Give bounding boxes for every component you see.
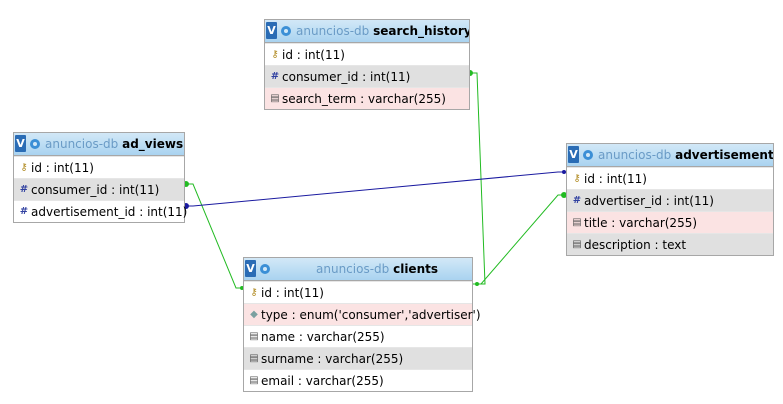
column-row[interactable]: ▤email : varchar(255) [244,369,472,391]
relation-advertisements-clients [473,194,566,285]
hash-icon: # [572,195,582,206]
table-name: advertisements [675,148,773,162]
toggle-button[interactable]: V [15,135,26,152]
column-icon: ▤ [270,93,280,104]
column-icon: ▤ [249,331,259,342]
relation-ad-views-advertisements [185,171,566,207]
column-icon: ▤ [572,239,582,250]
column-label: consumer_id : int(11) [282,70,411,84]
diamond-icon: ◆ [250,309,258,320]
key-icon: ⚷ [271,49,279,60]
column-icon: ▤ [249,353,259,364]
column-label: description : text [584,238,687,252]
column-row[interactable]: ▤title : varchar(255) [567,211,773,233]
column-row[interactable]: ▤surname : varchar(255) [244,347,472,369]
column-row[interactable]: ▤name : varchar(255) [244,325,472,347]
toggle-button[interactable]: V [568,146,579,163]
column-row[interactable]: #advertisement_id : int(11) [14,200,188,222]
database-name: anuncios-db [316,262,390,276]
column-label: id : int(11) [584,172,647,186]
table-name: clients [393,262,438,276]
table-header[interactable]: V anuncios-db clients [244,258,472,281]
column-icon: ▤ [572,217,582,228]
hash-icon: # [19,184,29,195]
column-label: type : enum('consumer','advertiser') [261,308,481,322]
column-label: advertisement_id : int(11) [31,205,188,219]
column-label: id : int(11) [282,48,345,62]
column-row[interactable]: ⚷id : int(11) [567,167,773,189]
column-label: advertiser_id : int(11) [584,194,714,208]
table-header[interactable]: V anuncios-db search_history [265,20,469,43]
relation-search-history-clients [469,72,486,285]
column-row[interactable]: ⚷id : int(11) [244,281,472,303]
column-row[interactable]: #consumer_id : int(11) [14,178,184,200]
gear-icon[interactable] [581,148,595,162]
column-label: surname : varchar(255) [261,352,404,366]
column-row[interactable]: ⚷id : int(11) [265,43,469,65]
toggle-button[interactable]: V [245,260,256,277]
hash-icon: # [19,206,29,217]
column-icon: ▤ [249,375,259,386]
column-row[interactable]: ◆type : enum('consumer','advertiser') [244,303,481,325]
column-label: search_term : varchar(255) [282,92,446,106]
column-label: consumer_id : int(11) [31,183,160,197]
toggle-button[interactable]: V [266,22,277,39]
hash-icon: # [270,71,280,82]
column-row[interactable]: #advertiser_id : int(11) [567,189,773,211]
key-icon: ⚷ [250,287,258,298]
column-row[interactable]: ⚷id : int(11) [14,156,184,178]
column-label: email : varchar(255) [261,374,384,388]
table-header[interactable]: V anuncios-db ad_views [14,133,184,156]
database-name: anuncios-db [296,24,370,38]
gear-icon[interactable] [279,24,293,38]
column-label: name : varchar(255) [261,330,385,344]
table-advertisements[interactable]: V anuncios-db advertisements ⚷id : int(1… [566,143,774,256]
column-label: id : int(11) [261,286,324,300]
relation-endpoint [475,282,479,286]
table-search-history[interactable]: V anuncios-db search_history ⚷id : int(1… [264,19,470,110]
column-row[interactable]: ▤description : text [567,233,773,255]
relation-ad-views-clients [185,183,244,289]
table-clients[interactable]: V anuncios-db clients ⚷id : int(11) ◆typ… [243,257,481,392]
database-name: anuncios-db [45,137,119,151]
column-row[interactable]: #consumer_id : int(11) [265,65,469,87]
column-row[interactable]: ▤search_term : varchar(255) [265,87,469,109]
key-icon: ⚷ [573,173,581,184]
gear-icon[interactable] [28,137,42,151]
table-header[interactable]: V anuncios-db advertisements [567,144,773,167]
column-label: title : varchar(255) [584,216,698,230]
gear-icon[interactable] [258,262,272,276]
table-name: search_history [373,24,469,38]
database-name: anuncios-db [598,148,672,162]
table-ad-views[interactable]: V anuncios-db ad_views ⚷id : int(11) #co… [13,132,188,223]
table-name: ad_views [122,137,184,151]
key-icon: ⚷ [20,162,28,173]
column-label: id : int(11) [31,161,94,175]
